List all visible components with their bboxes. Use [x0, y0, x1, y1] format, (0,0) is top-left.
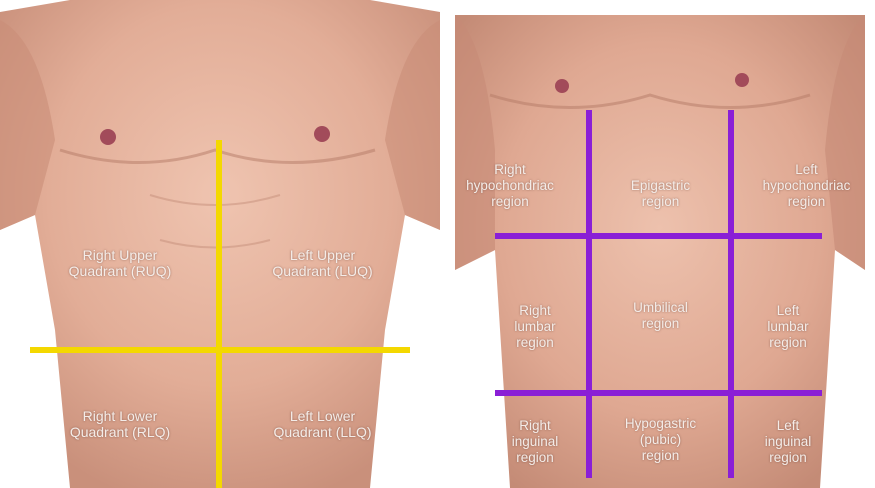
label-rlq: Right Lower Quadrant (RLQ): [30, 408, 210, 440]
label-left-inguinal: Left inguinal region: [738, 418, 838, 466]
nipple-left: [735, 73, 749, 87]
label-llq: Left Lower Quadrant (LLQ): [235, 408, 410, 440]
label-right-hypochondriac: Right hypochondriac region: [450, 162, 580, 210]
torso-illustration-regions: [450, 0, 875, 488]
label-luq: Left Upper Quadrant (LUQ): [235, 247, 410, 279]
regions-diagram: Right hypochondriac region Epigastric re…: [450, 0, 875, 488]
label-hypogastric: Hypogastric (pubic) region: [598, 416, 723, 464]
label-right-inguinal: Right inguinal region: [490, 418, 580, 466]
nipple-right: [100, 129, 116, 145]
label-ruq: Right Upper Quadrant (RUQ): [30, 247, 210, 279]
label-right-lumbar: Right lumbar region: [490, 303, 580, 351]
label-left-hypochondriac: Left hypochondriac region: [738, 162, 875, 210]
quadrants-diagram: Right Upper Quadrant (RUQ) Left Upper Qu…: [0, 0, 440, 488]
nipple-right: [555, 79, 569, 93]
label-left-lumbar: Left lumbar region: [738, 303, 838, 351]
nipple-left: [314, 126, 330, 142]
label-umbilical: Umbilical region: [598, 300, 723, 332]
label-epigastric: Epigastric region: [598, 178, 723, 210]
